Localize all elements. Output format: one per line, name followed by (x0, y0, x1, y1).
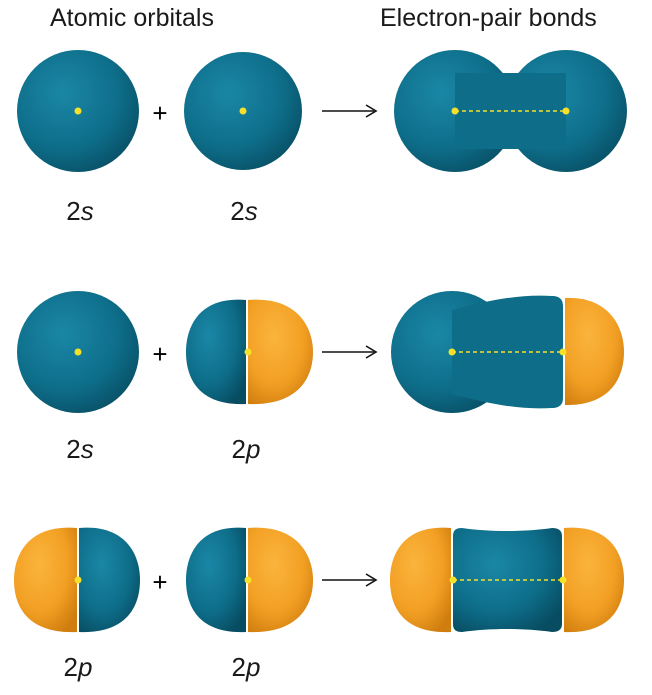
orbital-label-row1-right: 2s (230, 196, 257, 227)
row-2-sp: + (17, 291, 624, 413)
reaction-arrow (322, 573, 378, 587)
electron-pair-bonds-heading: Electron-pair bonds (380, 4, 597, 32)
reaction-arrow (322, 345, 378, 359)
label-letter: p (246, 652, 261, 682)
pp-bond-orbital (390, 527, 624, 633)
sp-bond-orbital (391, 291, 624, 413)
plus-sign: + (152, 98, 167, 128)
label-letter: p (78, 652, 93, 682)
plus-sign: + (152, 567, 167, 597)
orbital-label-row2-left: 2s (66, 434, 93, 465)
nucleus-dot (74, 576, 82, 584)
reaction-arrow (322, 104, 378, 118)
nucleus-dot (74, 107, 82, 115)
nucleus-dot (244, 576, 252, 584)
label-number: 2 (66, 434, 81, 464)
label-number: 2 (66, 196, 81, 226)
nucleus-dot (244, 348, 252, 356)
row-3-pp: + (14, 527, 624, 633)
label-number: 2 (63, 652, 78, 682)
label-number: 2 (230, 196, 245, 226)
label-number: 2 (231, 434, 246, 464)
nucleus-dot (449, 576, 457, 584)
orbital-label-row3-right: 2p (232, 652, 261, 683)
atomic-orbitals-heading: Atomic orbitals (50, 4, 214, 32)
2p-orbital-left (14, 527, 140, 633)
2p-orbital (186, 299, 313, 405)
plus-sign: + (152, 339, 167, 369)
nucleus-dot (562, 107, 570, 115)
orbital-label-row2-right: 2p (232, 434, 261, 465)
label-letter: s (80, 434, 94, 464)
label-number: 2 (231, 652, 246, 682)
nucleus-dot (559, 576, 567, 584)
orbital-label-row3-left: 2p (64, 652, 93, 683)
label-letter: p (246, 434, 261, 464)
nucleus-dot (74, 348, 82, 356)
ss-bond-orbital (394, 50, 627, 172)
nucleus-dot (448, 348, 456, 356)
label-letter: s (244, 196, 258, 226)
nucleus-dot (451, 107, 459, 115)
label-letter: s (80, 196, 94, 226)
orbital-label-row1-left: 2s (66, 196, 93, 227)
row-1-ss: + (17, 50, 627, 172)
nucleus-dot (559, 348, 567, 356)
nucleus-dot (239, 107, 247, 115)
2p-orbital-right (186, 527, 313, 633)
